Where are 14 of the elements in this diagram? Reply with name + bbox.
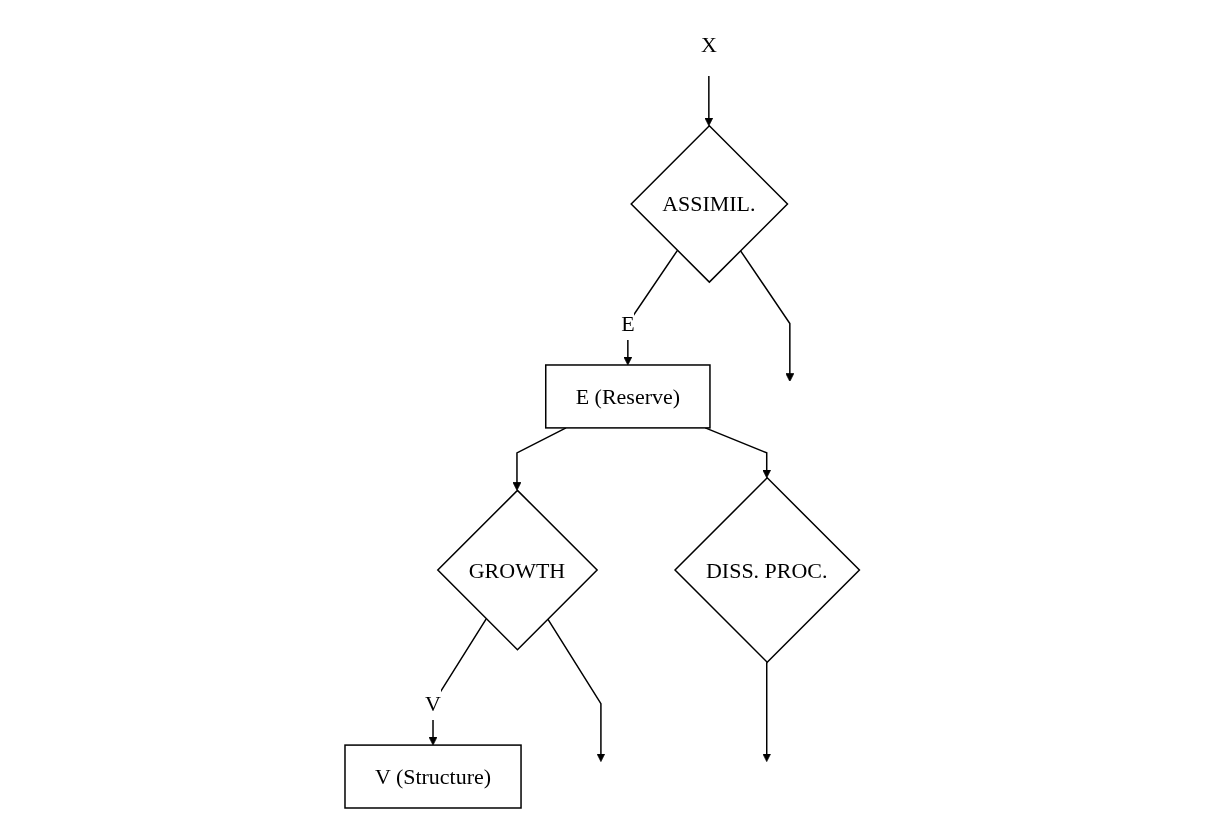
node-diamond: DISS. PROC.	[674, 476, 861, 664]
node-box: V (Structure)	[344, 744, 523, 809]
edge-label: E	[621, 311, 635, 337]
edge-label: V	[425, 691, 442, 717]
node-box: E (Reserve)	[545, 364, 711, 429]
arrow	[739, 249, 795, 382]
arrow	[704, 427, 772, 479]
arrow	[704, 75, 714, 127]
arrow	[547, 618, 606, 762]
arrow	[762, 661, 772, 762]
node-diamond: ASSIMIL.	[630, 124, 789, 284]
node-diamond: GROWTH	[437, 489, 599, 651]
arrow	[512, 427, 568, 491]
node-text: X	[701, 31, 718, 57]
